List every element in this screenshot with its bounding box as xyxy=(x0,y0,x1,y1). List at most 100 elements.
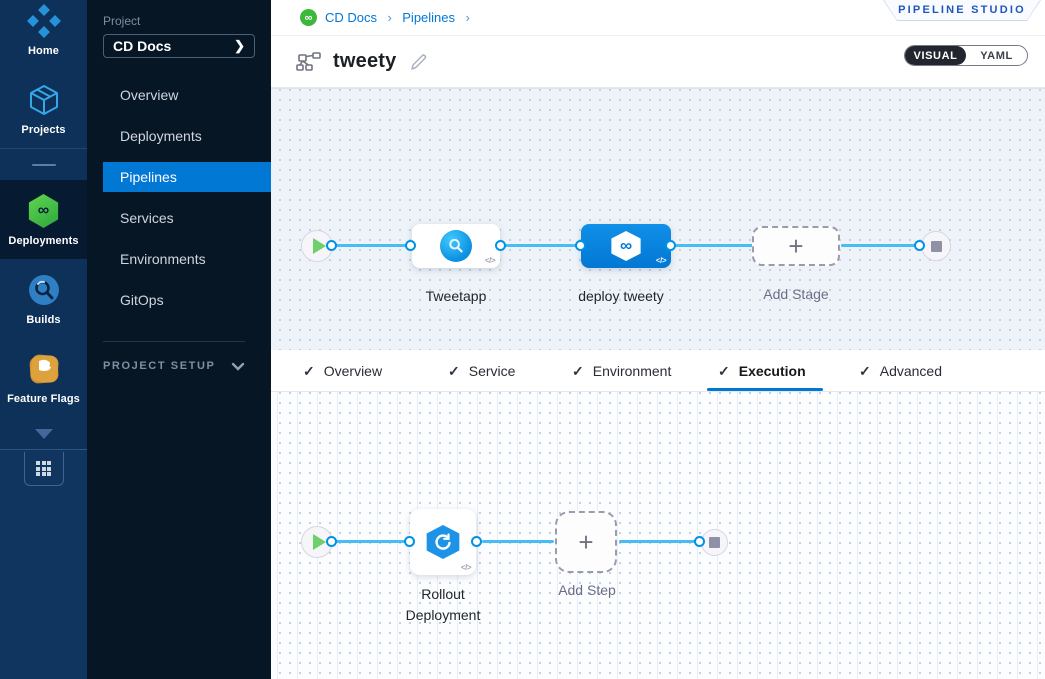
project-name: CD Docs xyxy=(113,38,172,54)
step-label-rollout-deployment: Rollout Deployment xyxy=(405,586,481,623)
rail-item-label: Builds xyxy=(26,314,61,326)
cube-icon xyxy=(27,83,61,117)
execution-end-node[interactable] xyxy=(701,529,728,556)
project-label: Project xyxy=(103,14,141,28)
edge-connector xyxy=(335,244,407,247)
check-icon: ✓ xyxy=(718,362,730,379)
edge-port[interactable] xyxy=(694,536,705,547)
edge-port[interactable] xyxy=(665,240,676,251)
rail-collapse-button[interactable] xyxy=(0,417,87,449)
panel-item-pipelines[interactable]: Pipelines xyxy=(103,162,271,192)
edge-connector xyxy=(482,540,554,543)
stage-canvas[interactable]: </> ∞ </> + Tweetapp deploy tweety Add S… xyxy=(271,88,1045,350)
main-area: PIPELINE STUDIO ∞ CD Docs › Pipelines › xyxy=(271,0,1045,679)
stage-label-deploy-tweety: deploy tweety xyxy=(578,288,664,304)
rail-item-label: Feature Flags xyxy=(7,393,80,405)
breadcrumb-cd-docs[interactable]: CD Docs xyxy=(325,9,378,25)
check-icon: ✓ xyxy=(448,362,460,379)
toggle-visual[interactable]: VISUAL xyxy=(905,46,966,65)
edge-port[interactable] xyxy=(404,536,415,547)
module-rail: Home Projects ∞ Deployments xyxy=(0,0,87,679)
stage-config-tabs: ✓ Overview ✓ Service ✓ Environment ✓ Exe… xyxy=(271,350,1045,392)
tab-environment[interactable]: ✓ Environment xyxy=(572,362,672,380)
panel-item-gitops[interactable]: GitOps xyxy=(120,292,164,308)
project-setup-toggle[interactable]: PROJECT SETUP xyxy=(103,360,245,372)
edge-port[interactable] xyxy=(575,240,586,251)
edge-connector xyxy=(505,244,577,247)
cd-hexagon-icon: ∞ xyxy=(28,194,59,228)
edge-port[interactable] xyxy=(495,240,506,251)
chevron-down-icon xyxy=(231,362,245,371)
pipeline-end-node[interactable] xyxy=(921,231,951,261)
stage-node-deploy-tweety[interactable]: ∞ </> xyxy=(581,224,671,268)
step-node-rollout-deployment[interactable]: </> xyxy=(410,509,476,575)
tab-advanced[interactable]: ✓ Advanced xyxy=(859,362,943,380)
edit-pencil-icon[interactable] xyxy=(409,52,429,72)
rail-item-builds[interactable]: Builds xyxy=(0,259,87,338)
edge-connector xyxy=(841,244,917,247)
code-icon: </> xyxy=(655,256,667,265)
pipeline-title: tweety xyxy=(333,50,397,72)
tab-execution[interactable]: ✓ Execution xyxy=(718,362,806,380)
rail-item-projects[interactable]: Projects xyxy=(0,69,87,148)
rail-divider xyxy=(0,148,87,180)
play-icon xyxy=(312,238,326,254)
rollout-step-icon xyxy=(426,525,460,559)
edge-port[interactable] xyxy=(405,240,416,251)
project-selector[interactable]: CD Docs ❯ xyxy=(103,34,255,58)
deploy-stage-icon: ∞ xyxy=(611,231,641,261)
chevron-down-icon xyxy=(34,429,53,439)
home-icon xyxy=(26,4,61,38)
grid-icon xyxy=(36,461,51,476)
rail-item-label: Projects xyxy=(21,124,66,136)
breadcrumb-separator: › xyxy=(465,9,470,25)
tab-overview[interactable]: ✓ Overview xyxy=(303,362,383,380)
rail-item-home[interactable]: Home xyxy=(0,0,87,69)
check-icon: ✓ xyxy=(859,362,871,379)
build-search-icon xyxy=(27,273,61,307)
cd-module-icon: ∞ xyxy=(300,9,317,26)
code-icon: </> xyxy=(460,563,472,572)
tab-service[interactable]: ✓ Service xyxy=(448,362,516,380)
stop-icon xyxy=(709,537,720,548)
panel-separator xyxy=(103,341,245,342)
add-stage-label: Add Stage xyxy=(763,286,829,302)
edge-port[interactable] xyxy=(914,240,925,251)
check-icon: ✓ xyxy=(572,362,584,379)
play-icon xyxy=(312,534,326,550)
check-icon: ✓ xyxy=(303,362,315,379)
build-stage-icon xyxy=(440,230,472,262)
edge-connector xyxy=(335,540,405,543)
panel-item-overview[interactable]: Overview xyxy=(120,87,179,103)
breadcrumb-pipelines[interactable]: Pipelines xyxy=(402,9,456,25)
edge-port[interactable] xyxy=(471,536,482,547)
stage-label-tweetapp: Tweetapp xyxy=(425,288,487,304)
add-stage-button[interactable]: + xyxy=(752,226,840,266)
module-picker-button[interactable] xyxy=(23,452,64,486)
stage-node-tweetapp[interactable]: </> xyxy=(412,224,500,268)
rail-item-feature-flags[interactable]: Feature Flags xyxy=(0,338,87,417)
visual-yaml-toggle[interactable]: VISUAL YAML xyxy=(904,45,1028,66)
pipeline-header: tweety VISUAL YAML xyxy=(271,36,1045,88)
panel-item-services[interactable]: Services xyxy=(120,210,174,226)
rail-item-deployments[interactable]: ∞ Deployments xyxy=(0,180,87,259)
panel-item-environments[interactable]: Environments xyxy=(120,251,206,267)
stop-icon xyxy=(930,240,942,252)
panel-item-deployments[interactable]: Deployments xyxy=(120,128,202,144)
breadcrumb: ∞ CD Docs › Pipelines › xyxy=(271,0,1045,36)
edge-port[interactable] xyxy=(326,240,337,251)
add-step-button[interactable]: + xyxy=(555,511,617,573)
edge-port[interactable] xyxy=(326,536,337,547)
execution-canvas[interactable]: </> + Rollout Deployment Add Step xyxy=(271,392,1045,679)
flag-icon xyxy=(27,352,61,386)
rail-bottom-section xyxy=(0,449,87,679)
breadcrumb-separator: › xyxy=(387,9,392,25)
edge-connector xyxy=(619,540,697,543)
project-panel: Project CD Docs ❯ Overview Deployments P… xyxy=(87,0,271,679)
plus-icon: + xyxy=(788,231,804,261)
toggle-yaml[interactable]: YAML xyxy=(980,49,1013,62)
chevron-right-icon: ❯ xyxy=(234,38,245,53)
active-tab-underline xyxy=(707,388,823,391)
project-setup-label: PROJECT SETUP xyxy=(103,360,216,372)
